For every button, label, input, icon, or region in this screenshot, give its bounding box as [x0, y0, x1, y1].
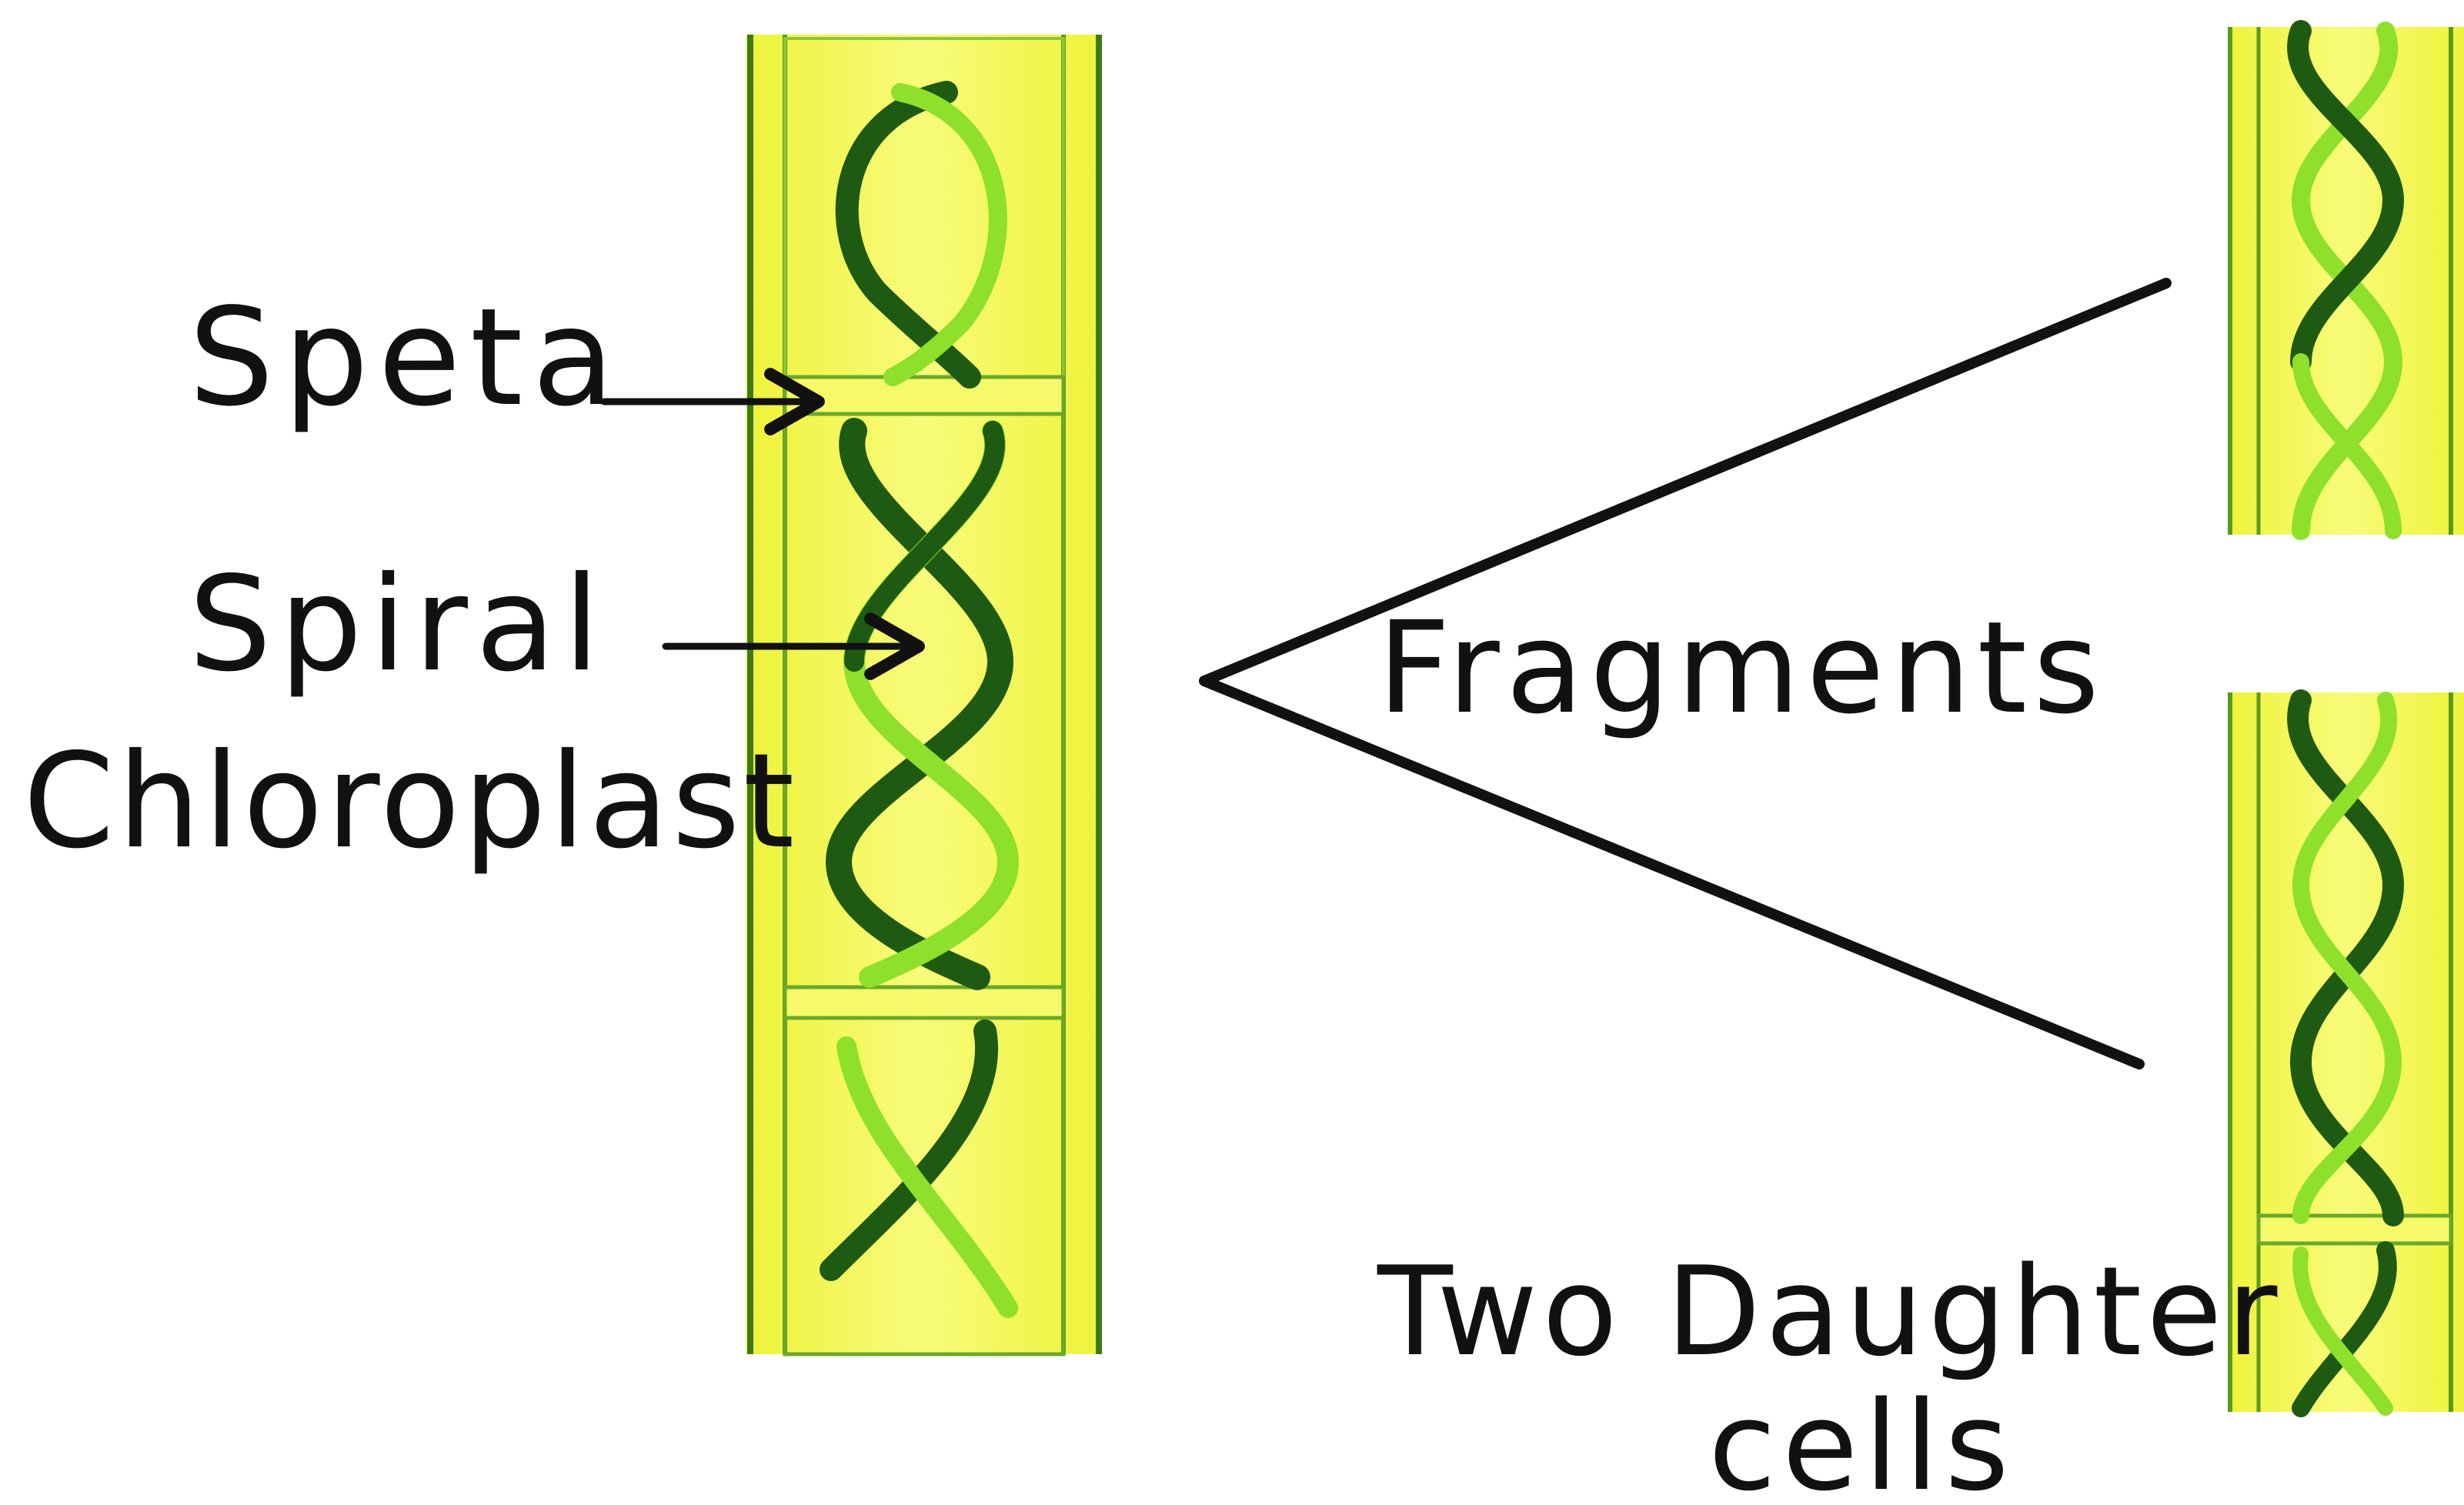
label-septa: Speta — [189, 280, 624, 436]
fragment-line-upper — [1199, 278, 2172, 686]
label-fragments: Fragments — [1377, 594, 2105, 742]
chloroplast-cell-1 — [835, 81, 1007, 389]
label-cells: cells — [1708, 1374, 2015, 1505]
label-spiral: Spiral — [189, 549, 607, 701]
fragment-bottom-chloroplast — [2287, 689, 2405, 1417]
fragment-bottom-septum — [2256, 1213, 2453, 1246]
fragment-line-lower — [1199, 676, 2145, 1070]
label-two-daughter: Two Daughter — [1377, 1240, 2282, 1383]
chloroplast-cell-3 — [820, 1019, 1018, 1318]
fragment-bottom — [2228, 689, 2464, 1417]
fragment-top — [2228, 20, 2464, 540]
fragment-top-chloroplast — [2287, 20, 2405, 540]
septum-1 — [783, 375, 1066, 416]
filament-body — [746, 35, 1100, 1354]
chloroplast-cell-2 — [825, 418, 1020, 990]
cell-3 — [783, 1016, 1066, 1357]
septum-2 — [783, 985, 1066, 1020]
main-filament — [746, 35, 1102, 1357]
label-chloroplast: Chloroplast — [23, 726, 797, 878]
fragmentation-lines — [1199, 278, 2172, 1070]
